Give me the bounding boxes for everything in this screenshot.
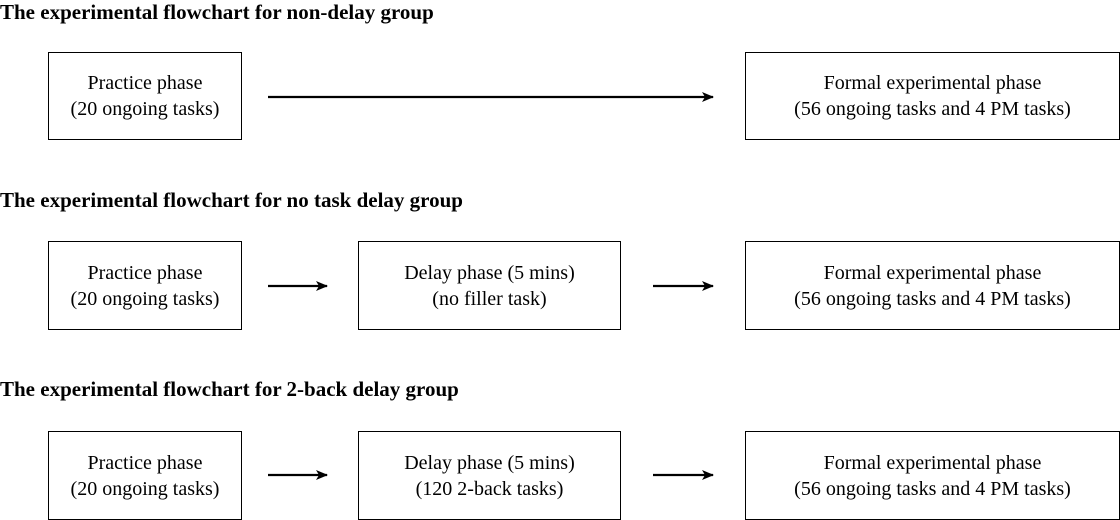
delay-phase-detail: (no filler task) (432, 287, 547, 310)
practice-phase-label: Practice phase (87, 451, 203, 474)
formal-phase-detail: (56 ongoing tasks and 4 PM tasks) (794, 98, 1071, 120)
formal-phase-box: Formal experimental phase (56 ongoing ta… (745, 241, 1120, 330)
formal-phase-detail: (56 ongoing tasks and 4 PM tasks) (794, 477, 1071, 500)
formal-phase-label: Formal experimental phase (823, 451, 1042, 474)
delay-phase-label: Delay phase (5 mins) (404, 451, 575, 474)
formal-phase-label: Formal experimental phase (823, 261, 1042, 284)
delay-phase-detail: (120 2-back tasks) (415, 477, 564, 500)
practice-phase-box: Practice phase (20 ongoing tasks) (48, 52, 242, 140)
delay-phase-label: Delay phase (5 mins) (404, 261, 575, 284)
formal-phase-box: Formal experimental phase (56 ongoing ta… (745, 431, 1120, 520)
formal-phase-detail: (56 ongoing tasks and 4 PM tasks) (794, 287, 1071, 310)
group-title-2-back-delay: The experimental flowchart for 2-back de… (0, 377, 459, 401)
practice-phase-box: Practice phase (20 ongoing tasks) (48, 241, 242, 330)
practice-phase-detail: (20 ongoing tasks) (70, 98, 220, 120)
practice-phase-box: Practice phase (20 ongoing tasks) (48, 431, 242, 520)
delay-phase-box: Delay phase (5 mins) (120 2-back tasks) (358, 431, 621, 520)
formal-phase-label: Formal experimental phase (823, 72, 1042, 94)
formal-phase-box: Formal experimental phase (56 ongoing ta… (745, 52, 1120, 140)
practice-phase-label: Practice phase (87, 261, 203, 284)
group-title-non-delay: The experimental flowchart for non-delay… (0, 0, 434, 24)
practice-phase-label: Practice phase (87, 72, 203, 94)
group-title-no-task-delay: The experimental flowchart for no task d… (0, 188, 463, 212)
practice-phase-detail: (20 ongoing tasks) (70, 287, 220, 310)
practice-phase-detail: (20 ongoing tasks) (70, 477, 220, 500)
delay-phase-box: Delay phase (5 mins) (no filler task) (358, 241, 621, 330)
